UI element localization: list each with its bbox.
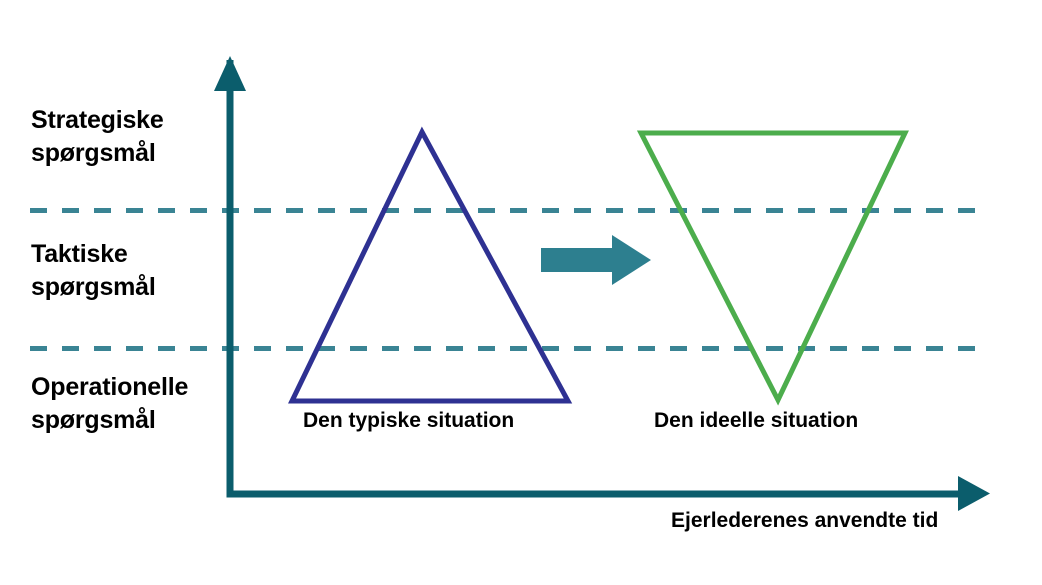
x-axis-title: Ejerlederenes anvendte tid bbox=[671, 509, 939, 532]
band-label-taktiske: Taktiske spørgsmål bbox=[31, 240, 156, 301]
caption-ideal-situation: Den ideelle situation bbox=[654, 409, 859, 432]
ideal-situation-triangle bbox=[636, 130, 909, 406]
band-label-strategiske: Strategiske spørgsmål bbox=[31, 106, 164, 167]
typical-situation-triangle bbox=[288, 126, 573, 404]
x-axis-arrowhead-icon bbox=[958, 476, 990, 511]
transition-arrow-icon bbox=[541, 235, 651, 285]
caption-typical-situation: Den typiske situation bbox=[303, 409, 515, 432]
band-label-operationelle: Operationelle spørgsmål bbox=[31, 373, 189, 434]
y-axis-arrowhead-icon bbox=[214, 56, 246, 91]
